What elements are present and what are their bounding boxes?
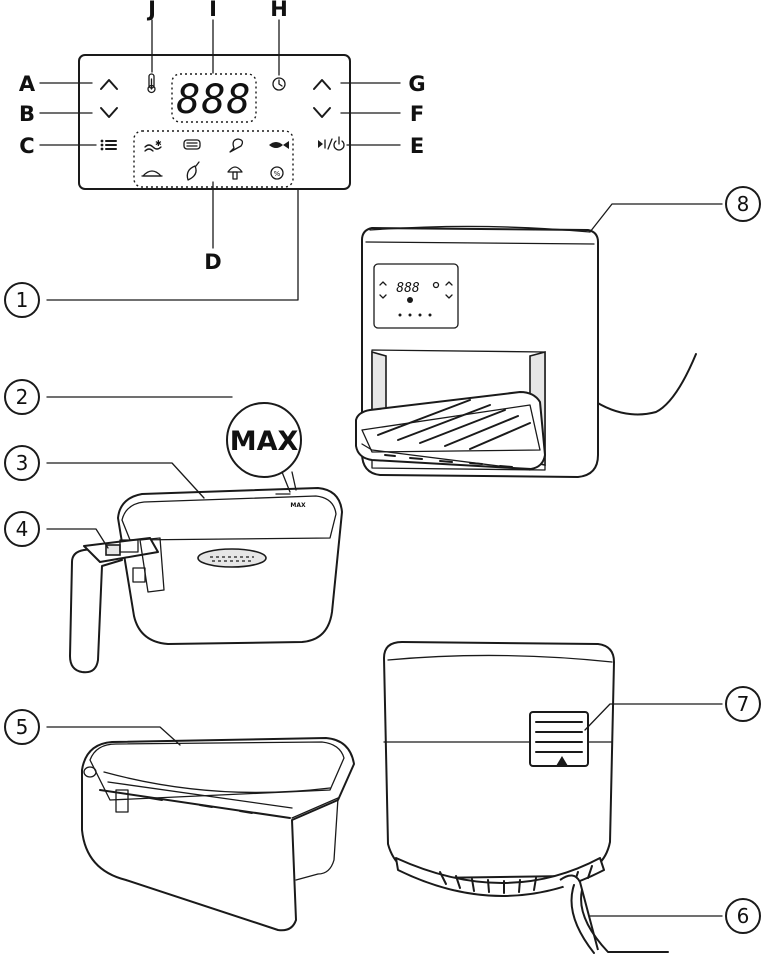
callout-6: 6 <box>725 898 761 934</box>
frozen-snacks-icon[interactable]: ✱ <box>144 139 162 152</box>
time-up-button[interactable] <box>313 79 331 90</box>
callout-8: 8 <box>725 186 761 222</box>
svg-text:✱: ✱ <box>155 139 162 148</box>
callout-3: 3 <box>4 445 40 481</box>
label-h: H <box>270 0 288 21</box>
keep-warm-icon[interactable]: % <box>270 166 284 180</box>
svg-text:3: 3 <box>16 451 29 475</box>
label-a: A <box>19 72 36 96</box>
svg-text:5: 5 <box>16 715 29 739</box>
inner-basket <box>46 726 355 932</box>
label-g: G <box>408 72 425 96</box>
svg-text:%: % <box>274 170 281 178</box>
meat-icon[interactable] <box>183 139 201 150</box>
svg-text:7: 7 <box>737 692 750 716</box>
svg-text:2: 2 <box>16 385 29 409</box>
mini-display: 888 <box>396 281 420 296</box>
temp-up-button[interactable] <box>100 79 118 90</box>
label-e: E <box>410 134 424 158</box>
control-panel: 888 <box>19 0 426 301</box>
temp-down-button[interactable] <box>100 107 118 118</box>
mushroom-icon[interactable] <box>227 166 243 180</box>
callout-7: 7 <box>725 686 761 722</box>
callout-2: 2 <box>4 379 40 415</box>
time-down-button[interactable] <box>313 107 331 118</box>
max-bubble-text: MAX <box>230 426 299 457</box>
menu-icon[interactable] <box>100 139 117 151</box>
callout-4: 4 <box>4 511 40 547</box>
label-c: C <box>19 134 34 158</box>
play-pause-power-icon[interactable] <box>318 136 345 151</box>
clock-icon <box>272 77 286 91</box>
cake-icon[interactable] <box>141 170 163 177</box>
label-i: I <box>209 0 217 21</box>
svg-text:4: 4 <box>16 517 29 541</box>
svg-text:1: 1 <box>16 288 29 312</box>
label-d: D <box>204 250 221 274</box>
label-b: B <box>19 102 35 126</box>
basket-max-mark: MAX <box>290 502 306 509</box>
basket-with-handle: MAX MAX <box>46 396 343 674</box>
callout-1: 1 <box>4 282 40 318</box>
svg-text:6: 6 <box>737 904 750 928</box>
callout-5: 5 <box>4 709 40 745</box>
label-f: F <box>410 102 424 126</box>
svg-text:8: 8 <box>737 192 750 216</box>
airfryer-front-view: 888 <box>355 203 723 478</box>
temperature-time-display: 888 <box>176 77 251 123</box>
airfryer-back-view <box>383 641 723 954</box>
thermometer-icon <box>147 73 156 94</box>
drumstick-icon[interactable] <box>229 138 244 153</box>
label-j: J <box>146 0 156 21</box>
fish-icon[interactable] <box>269 141 289 149</box>
vegetables-icon[interactable] <box>186 161 200 181</box>
